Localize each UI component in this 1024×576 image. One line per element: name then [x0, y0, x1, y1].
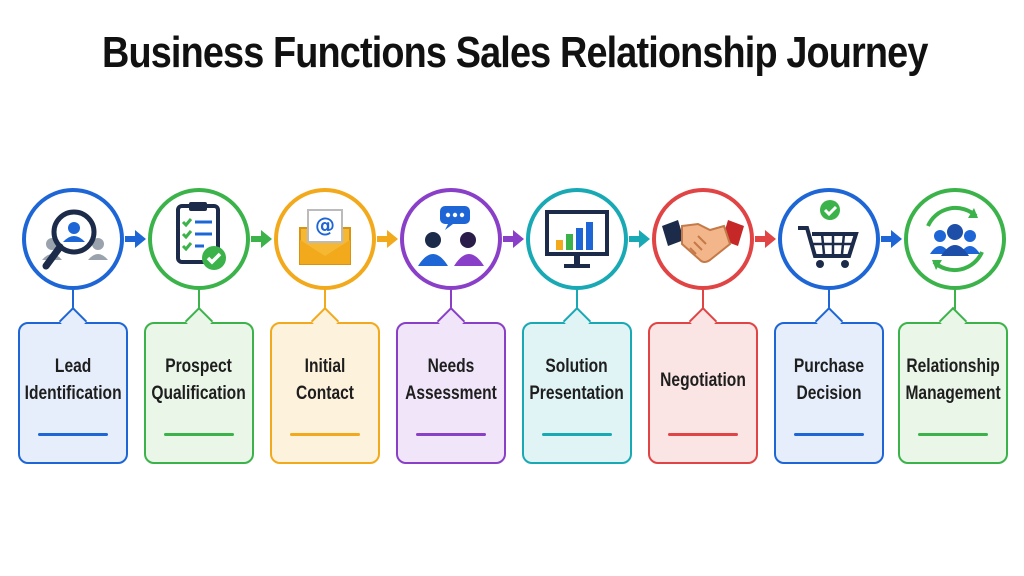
card-pointer — [688, 306, 718, 336]
card-pointer — [436, 306, 466, 336]
arrow-right-icon — [251, 230, 272, 248]
step-icon-negotiation[interactable] — [652, 188, 754, 290]
step-icon-initial-contact[interactable]: @ — [274, 188, 376, 290]
presentation-chart-icon — [545, 210, 609, 268]
card-underline — [668, 433, 738, 436]
step-icon-purchase-decision[interactable] — [778, 188, 880, 290]
card-underline — [542, 433, 612, 436]
arrow-right-icon — [377, 230, 398, 248]
shopping-cart-icon — [798, 200, 859, 268]
connector-line — [72, 290, 74, 316]
card-pointer — [562, 306, 592, 336]
svg-text:@: @ — [315, 213, 335, 237]
card-pointer — [310, 306, 340, 336]
handshake-icon — [662, 220, 744, 263]
step-icon-lead-identification[interactable] — [22, 188, 124, 290]
page-title: Business Functions Sales Relationship Jo… — [102, 28, 928, 77]
card-underline — [416, 433, 486, 436]
connector-line — [702, 290, 704, 316]
search-person-icon — [42, 209, 108, 270]
step-icon-needs-assessment[interactable] — [400, 188, 502, 290]
step-icon-solution-presentation[interactable] — [526, 188, 628, 290]
connector-line — [576, 290, 578, 316]
connector-line — [324, 290, 326, 316]
card-underline — [794, 433, 864, 436]
step-icon-prospect-qualification[interactable] — [148, 188, 250, 290]
card-underline — [918, 433, 988, 436]
card-pointer — [814, 306, 844, 336]
step-card-negotiation[interactable]: Negotiation — [648, 306, 758, 464]
arrow-right-icon — [755, 230, 776, 248]
clipboard-check-icon — [176, 202, 226, 270]
arrow-right-icon — [629, 230, 650, 248]
card-underline — [38, 433, 108, 436]
card-underline — [290, 433, 360, 436]
card-pointer — [938, 306, 968, 336]
card-pointer — [58, 306, 88, 336]
card-pointer — [184, 306, 214, 336]
arrow-right-icon — [881, 230, 902, 248]
connector-line — [198, 290, 200, 316]
arrow-right-icon — [125, 230, 146, 248]
connector-line — [450, 290, 452, 316]
team-cycle-icon — [926, 205, 984, 273]
step-icon-relationship-management[interactable] — [904, 188, 1006, 290]
connector-line — [828, 290, 830, 316]
card-underline — [164, 433, 234, 436]
step-label: Negotiation — [660, 369, 746, 391]
connector-line — [954, 290, 956, 316]
email-icon: @ — [299, 209, 351, 265]
conversation-icon — [418, 206, 484, 266]
arrow-right-icon — [503, 230, 524, 248]
